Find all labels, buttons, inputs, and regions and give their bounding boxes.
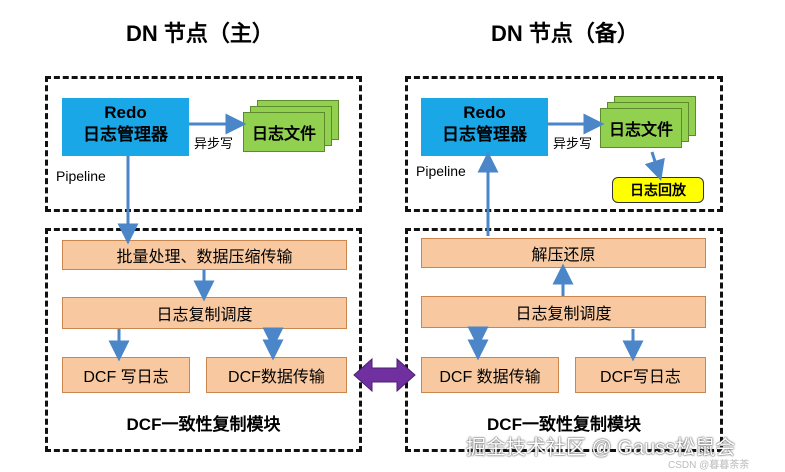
standby-log-replay-label: 日志回放 [630, 182, 686, 198]
primary-dcf-write-label: DCF 写日志 [83, 369, 169, 386]
primary-dcf-transfer-step: DCF数据传输 [206, 357, 347, 393]
standby-log-file-stack: 日志文件 [600, 96, 712, 156]
primary-node-title: DN 节点（主） [126, 21, 274, 46]
standby-dcf-module-label: DCF一致性复制模块 [487, 415, 641, 434]
standby-redo-log-manager: Redo 日志管理器 [421, 98, 548, 156]
standby-redo-label: Redo [463, 103, 506, 122]
primary-pipeline-label: Pipeline [56, 168, 106, 184]
standby-dcf-write-step: DCF写日志 [575, 357, 706, 393]
primary-dcf-module-box [45, 228, 362, 452]
csdn-watermark: CSDN @暮暮荼荼 [668, 460, 750, 471]
primary-log-file: 日志文件 [243, 112, 325, 152]
standby-log-to-replay-arrow [644, 151, 665, 182]
primary-dcf-write-step: DCF 写日志 [62, 357, 190, 393]
primary-batch-compress-label: 批量处理、数据压缩传输 [116, 249, 293, 266]
primary-log-file-label: 日志文件 [251, 126, 316, 143]
watermark-text: 掘金技术社区 @ Gauss松鼠会 [466, 437, 736, 459]
standby-dcf-transfer-label: DCF 数据传输 [439, 369, 541, 386]
cross-node-sync-arrow [353, 357, 416, 393]
standby-dcf-transfer-step: DCF 数据传输 [421, 357, 559, 393]
standby-async-write-label: 异步写 [553, 136, 593, 151]
standby-decompress-label: 解压还原 [531, 247, 596, 264]
standby-log-file-label: 日志文件 [608, 122, 673, 139]
standby-log-schedule-step: 日志复制调度 [421, 296, 706, 328]
standby-node-title: DN 节点（备） [491, 21, 639, 46]
primary-redo-log-manager: Redo 日志管理器 [62, 98, 189, 156]
standby-dcf-module-box [405, 228, 723, 452]
standby-node-box [405, 76, 723, 212]
primary-redo-manager-label: 日志管理器 [83, 125, 168, 144]
primary-log-schedule-label: 日志复制调度 [156, 307, 253, 324]
standby-dcf-write-label: DCF写日志 [600, 369, 681, 386]
standby-log-file: 日志文件 [600, 108, 682, 148]
standby-pipeline-label: Pipeline [416, 163, 466, 179]
primary-log-schedule-step: 日志复制调度 [62, 297, 347, 329]
primary-dcf-transfer-label: DCF数据传输 [228, 369, 325, 386]
primary-async-write-label: 异步写 [194, 136, 234, 151]
primary-batch-compress-step: 批量处理、数据压缩传输 [62, 240, 347, 270]
standby-log-replay: 日志回放 [612, 177, 704, 203]
primary-dcf-module-label: DCF一致性复制模块 [126, 415, 281, 434]
primary-node-box [45, 76, 362, 212]
standby-log-schedule-label: 日志复制调度 [515, 306, 612, 323]
primary-redo-label: Redo [104, 103, 147, 122]
standby-redo-manager-label: 日志管理器 [442, 125, 527, 144]
primary-log-file-stack: 日志文件 [243, 100, 355, 160]
